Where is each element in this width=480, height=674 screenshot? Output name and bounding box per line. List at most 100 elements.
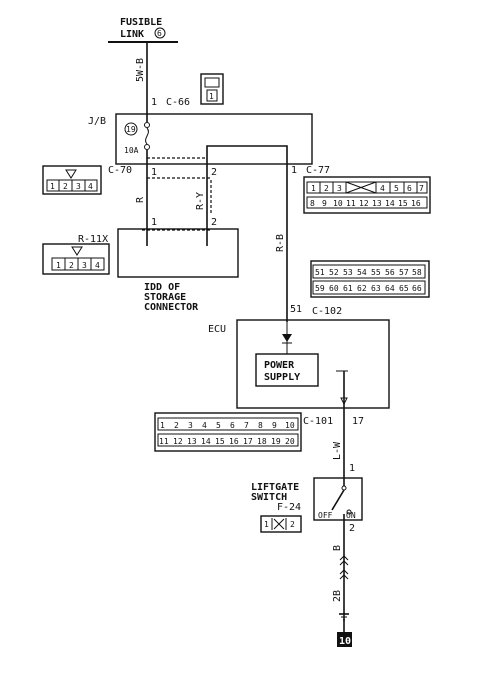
ecu-label: ECU bbox=[208, 324, 226, 335]
ecu-box bbox=[236, 319, 390, 409]
liftgate-label-1: LIFTGATE bbox=[251, 482, 299, 493]
c101-icon-pin-2: 2 bbox=[174, 421, 179, 430]
power-supply-box bbox=[255, 353, 319, 387]
c77-icon-pin-5: 5 bbox=[394, 184, 399, 193]
c101-icon-pin-3: 3 bbox=[188, 421, 193, 430]
c102-icon-pin-51: 51 bbox=[315, 268, 325, 277]
splice-mark-lower bbox=[339, 569, 349, 580]
c101-icon-pin-17: 17 bbox=[243, 437, 253, 446]
c102-icon-pin-65: 65 bbox=[399, 284, 409, 293]
c66-icon-pin: 1 bbox=[209, 92, 214, 101]
liftgate-switch-symbol bbox=[331, 478, 352, 520]
c77-icon-pin-1: 1 bbox=[311, 184, 316, 193]
wire-r-b-label: R-B bbox=[275, 234, 286, 252]
c102-icon-pin-56: 56 bbox=[385, 268, 395, 277]
c101-icon-pin-13: 13 bbox=[187, 437, 197, 446]
c102-icon-pin-64: 64 bbox=[385, 284, 395, 293]
c77-icon-pin-14: 14 bbox=[385, 199, 395, 208]
c77-icon-pin-7: 7 bbox=[419, 184, 424, 193]
c77-label: C-77 bbox=[306, 165, 330, 176]
liftgate-label-name: F-24 bbox=[277, 502, 301, 513]
liftgate-pin-bottom: 2 bbox=[349, 523, 355, 534]
c101-icon-pin-9: 9 bbox=[272, 421, 277, 430]
c101-icon-pin-10: 10 bbox=[285, 421, 295, 430]
wire-r-y-label: R-Y bbox=[195, 192, 206, 210]
c102-icon-pin-63: 63 bbox=[371, 284, 381, 293]
wire-r-label: R bbox=[135, 196, 146, 203]
r11x-label: R-11X bbox=[78, 234, 108, 245]
c101-icon-pin-4: 4 bbox=[202, 421, 207, 430]
c66-label: C-66 bbox=[166, 97, 190, 108]
c101-icon-pin-18: 18 bbox=[257, 437, 267, 446]
c77-icon-pin-8: 8 bbox=[310, 199, 315, 208]
c70-pin-right: 2 bbox=[211, 167, 217, 178]
jb-label: J/B bbox=[88, 116, 106, 127]
c66-connector-icon: 1 bbox=[200, 73, 224, 105]
c70-icon-pin-3: 3 bbox=[76, 182, 81, 191]
r11x-pin-left: 1 bbox=[151, 217, 157, 228]
c101-icon-pin-8: 8 bbox=[258, 421, 263, 430]
fusible-link-number-circle bbox=[154, 27, 166, 39]
ecu-liftgate-input-icon bbox=[336, 370, 348, 420]
c77-icon-pin-11: 11 bbox=[346, 199, 356, 208]
c77-icon-pin-6: 6 bbox=[407, 184, 412, 193]
wire-l-w-label: L-W bbox=[332, 441, 343, 460]
c102-icon-pin-57: 57 bbox=[399, 268, 409, 277]
c101-pin: 17 bbox=[352, 416, 364, 427]
c101-icon-pin-7: 7 bbox=[244, 421, 249, 430]
c77-icon-pin-13: 13 bbox=[372, 199, 382, 208]
liftgate-on-label: ON bbox=[346, 511, 356, 520]
c102-connector-icon: 51 52 53 54 55 56 57 58 59 60 61 62 63 6… bbox=[310, 260, 430, 298]
fusible-link-number: 6 bbox=[157, 29, 162, 38]
fusible-link-label-2: LINK bbox=[120, 29, 144, 40]
liftgate-switch-box bbox=[313, 477, 363, 521]
c101-connector-icon: 1 2 3 4 5 6 7 8 9 10 11 12 13 14 15 16 1… bbox=[154, 412, 302, 452]
c101-icon-pin-1: 1 bbox=[160, 421, 165, 430]
c101-icon-pin-16: 16 bbox=[229, 437, 239, 446]
power-supply-label-2: SUPPLY bbox=[264, 372, 300, 383]
fuse-number-circle bbox=[124, 122, 138, 136]
c101-icon-pin-19: 19 bbox=[271, 437, 281, 446]
c77-icon-pin-12: 12 bbox=[359, 199, 369, 208]
c77-icon-pin-9: 9 bbox=[322, 199, 327, 208]
junction-block bbox=[115, 113, 313, 165]
c70-icon-pin-1: 1 bbox=[50, 182, 55, 191]
c101-icon-pin-20: 20 bbox=[285, 437, 295, 446]
ground-wire-label: 2B bbox=[332, 590, 343, 602]
jb-internal-wire bbox=[206, 145, 288, 164]
c77-icon-pin-2: 2 bbox=[324, 184, 329, 193]
r11x-icon-pin-2: 2 bbox=[69, 261, 74, 270]
c102-icon-pin-54: 54 bbox=[357, 268, 367, 277]
wire-5w-b-label: 5W-B bbox=[135, 58, 146, 82]
liftgate-connector-icon: 1 2 bbox=[260, 515, 302, 533]
c101-icon-pin-15: 15 bbox=[215, 437, 225, 446]
c101-icon-pin-6: 6 bbox=[230, 421, 235, 430]
fuse-rating: 10A bbox=[124, 146, 139, 155]
r11x-icon-pin-3: 3 bbox=[82, 261, 87, 270]
c77-icon-pin-15: 15 bbox=[398, 199, 408, 208]
liftgate-icon-pin-1: 1 bbox=[264, 520, 269, 529]
c102-icon-pin-60: 60 bbox=[329, 284, 339, 293]
r11x-pin-right: 2 bbox=[211, 217, 217, 228]
wire-b-label: B bbox=[332, 545, 343, 551]
c77-connector-icon: 1 2 3 4 5 6 7 8 9 10 11 12 13 14 15 16 bbox=[303, 176, 431, 214]
c102-icon-pin-58: 58 bbox=[412, 268, 422, 277]
c102-icon-pin-62: 62 bbox=[357, 284, 367, 293]
c102-icon-pin-53: 53 bbox=[343, 268, 353, 277]
idd-label-1: IDD OF bbox=[144, 282, 180, 293]
c77-icon-pin-10: 10 bbox=[333, 199, 343, 208]
idd-label-2: STORAGE bbox=[144, 292, 186, 303]
liftgate-off-label: OFF bbox=[318, 511, 333, 520]
liftgate-pin-top: 1 bbox=[349, 463, 355, 474]
r11x-connector-icon: 1 2 3 4 bbox=[42, 243, 110, 275]
liftgate-icon-pin-2: 2 bbox=[290, 520, 295, 529]
c102-label: C-102 bbox=[312, 306, 342, 317]
power-supply-label-1: POWER bbox=[264, 360, 295, 371]
ground-number-badge bbox=[337, 632, 352, 647]
fusible-link-label: FUSIBLE bbox=[120, 17, 162, 28]
c77-icon-pin-3: 3 bbox=[337, 184, 342, 193]
idd-label-3: CONNECTOR bbox=[144, 302, 199, 313]
c102-icon-pin-59: 59 bbox=[315, 284, 325, 293]
splice-mark-upper bbox=[339, 555, 349, 566]
